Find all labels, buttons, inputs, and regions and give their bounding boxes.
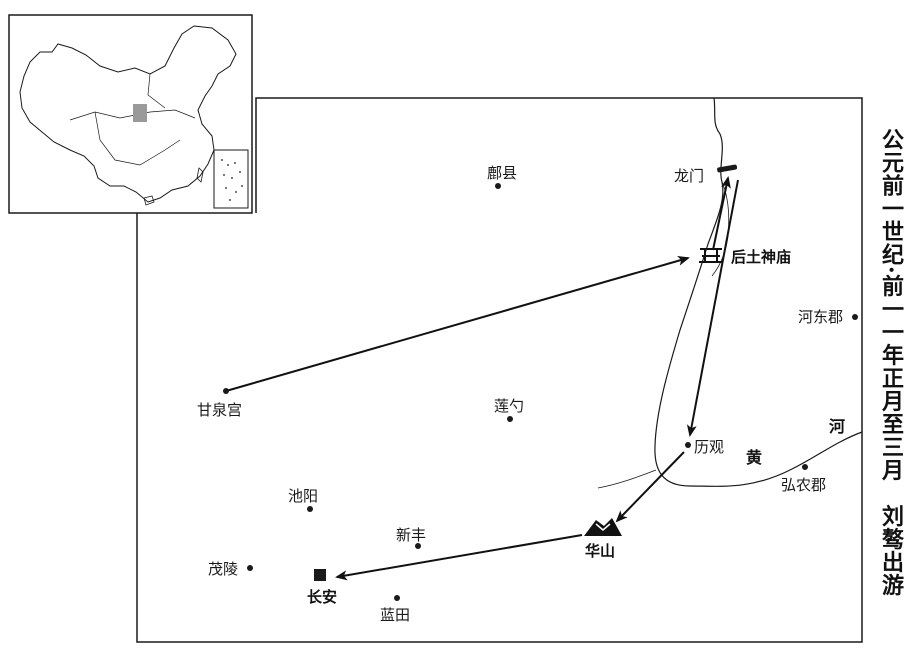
label-huashan: 华山	[585, 542, 615, 560]
marker-maoling	[247, 565, 253, 571]
label-hongnong: 弘农郡	[781, 476, 826, 494]
china-outline	[19, 25, 237, 203]
wei-river	[597, 469, 657, 489]
marker-hedong	[852, 314, 858, 320]
route-longmen-to-liguan	[686, 179, 739, 437]
marker-lantian	[394, 595, 400, 601]
route-huashan-to-changan	[335, 534, 583, 581]
marker-hongnong	[802, 464, 808, 470]
river-label-he: 河	[829, 417, 845, 436]
marker-chiyang	[307, 506, 313, 512]
label-chiyang: 池阳	[288, 487, 318, 505]
label-hedong: 河东郡	[798, 308, 843, 326]
main-map-frame	[136, 97, 863, 643]
marker-liguan	[685, 442, 691, 448]
route-arrows	[225, 176, 739, 581]
label-liguan: 历观	[694, 438, 724, 456]
label-fuxian: 鄜县	[487, 164, 517, 182]
inset-internal-border-2	[94, 111, 181, 166]
temple-icon	[699, 248, 723, 263]
yellow-river	[654, 97, 863, 487]
capital-marker-changan	[314, 569, 326, 581]
label-lantian: 蓝田	[380, 606, 410, 624]
place-markers	[223, 164, 858, 601]
longmen-bar-icon	[717, 164, 738, 173]
marker-xinfeng	[415, 543, 421, 549]
inset-internal-border-3	[147, 73, 166, 109]
marker-lianshao	[507, 416, 513, 422]
label-xinfeng: 新丰	[396, 526, 426, 544]
route-liguan-to-huashan	[615, 451, 685, 523]
label-maoling: 茂陵	[208, 560, 238, 578]
label-ganquan: 甘泉宫	[197, 401, 242, 419]
inset-highlight-region	[133, 104, 147, 122]
marker-fuxian	[495, 183, 501, 189]
river-label-huang: 黄	[746, 448, 762, 467]
south-china-sea-box	[213, 149, 249, 209]
marker-ganquan	[223, 388, 229, 394]
taiwan-island	[196, 167, 204, 183]
label-longmen: 龙门	[674, 167, 704, 185]
china-inset-map	[8, 14, 253, 214]
label-lianshao: 莲勺	[494, 397, 524, 415]
map-title: 公元前一世纪·前一一年正月至三月 刘骜出游	[878, 128, 904, 597]
route-houtu-to-longmen	[712, 176, 731, 251]
hainan-island	[143, 195, 155, 206]
route-ganquan-to-houtu	[225, 255, 690, 392]
label-houtu: 后土神庙	[731, 248, 791, 266]
mountain-icon	[584, 518, 622, 536]
south-sea-islands	[221, 159, 243, 201]
label-changan: 长安	[307, 588, 337, 606]
inset-frame	[8, 14, 253, 214]
